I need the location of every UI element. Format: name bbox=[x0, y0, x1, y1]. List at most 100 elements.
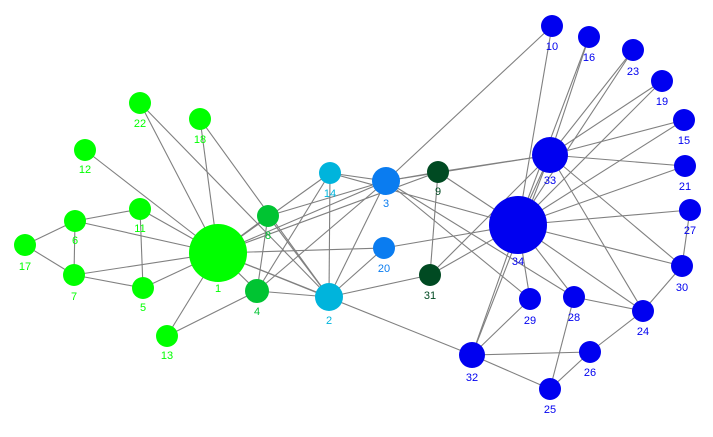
edge-21-33 bbox=[549, 154, 686, 167]
edge-30-33 bbox=[549, 154, 683, 267]
node-label-16: 16 bbox=[583, 52, 595, 64]
node-29 bbox=[519, 288, 541, 310]
edge-21-34 bbox=[517, 165, 686, 226]
edge-24-26 bbox=[589, 310, 644, 353]
node-label-22: 22 bbox=[134, 118, 146, 130]
node-label-8: 8 bbox=[265, 230, 271, 242]
edge-3-28 bbox=[385, 180, 575, 298]
node-9 bbox=[427, 161, 449, 183]
edge-2-14 bbox=[328, 172, 331, 298]
node-20 bbox=[373, 237, 395, 259]
node-5 bbox=[132, 277, 154, 299]
node-21 bbox=[674, 155, 696, 177]
edge-6-11 bbox=[74, 208, 141, 222]
label-layer: 1234567891011121314151617181920212223242… bbox=[19, 41, 696, 416]
edge-1-9 bbox=[217, 171, 439, 254]
node-label-11: 11 bbox=[134, 223, 145, 235]
node-label-1: 1 bbox=[215, 283, 221, 295]
node-13 bbox=[156, 325, 178, 347]
edge-2-22 bbox=[139, 102, 330, 298]
edge-2-3 bbox=[328, 180, 387, 298]
node-17 bbox=[14, 234, 36, 256]
node-label-34: 34 bbox=[512, 256, 524, 268]
node-label-31: 31 bbox=[424, 290, 436, 302]
edge-1-3 bbox=[217, 180, 387, 254]
edge-15-33 bbox=[549, 119, 685, 156]
edge-4-14 bbox=[256, 172, 331, 292]
node-label-2: 2 bbox=[326, 315, 332, 327]
edge-5-11 bbox=[139, 208, 144, 289]
node-11 bbox=[129, 198, 151, 220]
node-24 bbox=[632, 300, 654, 322]
node-1 bbox=[189, 224, 247, 282]
node-label-10: 10 bbox=[546, 41, 558, 53]
edge-25-32 bbox=[471, 354, 551, 390]
node-label-5: 5 bbox=[140, 302, 146, 314]
node-label-32: 32 bbox=[466, 372, 478, 384]
node-label-23: 23 bbox=[627, 66, 639, 78]
node-label-7: 7 bbox=[71, 291, 77, 303]
node-label-28: 28 bbox=[568, 312, 580, 324]
edge-23-34 bbox=[517, 49, 634, 226]
node-label-13: 13 bbox=[161, 350, 173, 362]
edge-24-28 bbox=[573, 296, 644, 312]
node-10 bbox=[541, 15, 563, 37]
node-label-27: 27 bbox=[684, 225, 696, 237]
edge-3-29 bbox=[385, 180, 531, 300]
edge-32-33 bbox=[471, 154, 551, 356]
edge-4-8 bbox=[256, 215, 269, 292]
node-31 bbox=[419, 264, 441, 286]
node-label-9: 9 bbox=[435, 186, 441, 198]
edge-26-32 bbox=[471, 351, 591, 356]
node-layer bbox=[14, 15, 701, 400]
node-26 bbox=[579, 341, 601, 363]
node-label-4: 4 bbox=[254, 306, 260, 318]
node-34 bbox=[489, 196, 547, 254]
node-27 bbox=[679, 199, 701, 221]
node-16 bbox=[578, 26, 600, 48]
node-7 bbox=[63, 264, 85, 286]
edge-3-10 bbox=[385, 25, 553, 182]
node-8 bbox=[257, 205, 279, 227]
node-2 bbox=[315, 283, 343, 311]
node-label-6: 6 bbox=[72, 235, 78, 247]
node-22 bbox=[129, 92, 151, 114]
edge-24-33 bbox=[549, 154, 644, 312]
node-label-25: 25 bbox=[544, 404, 556, 416]
edge-9-31 bbox=[429, 171, 439, 276]
edge-layer bbox=[24, 25, 691, 390]
node-label-15: 15 bbox=[678, 135, 690, 147]
node-14 bbox=[319, 162, 341, 184]
node-12 bbox=[74, 139, 96, 161]
edge-10-34 bbox=[517, 25, 553, 226]
edge-16-33 bbox=[549, 36, 590, 156]
node-4 bbox=[245, 279, 269, 303]
node-label-17: 17 bbox=[19, 261, 31, 273]
node-label-18: 18 bbox=[194, 134, 206, 146]
node-label-33: 33 bbox=[544, 175, 556, 187]
node-label-20: 20 bbox=[378, 263, 390, 275]
edge-19-33 bbox=[549, 80, 663, 156]
edge-2-31 bbox=[328, 274, 431, 298]
edge-23-33 bbox=[549, 49, 634, 156]
node-3 bbox=[372, 167, 400, 195]
node-label-24: 24 bbox=[637, 326, 649, 338]
node-19 bbox=[651, 70, 673, 92]
edge-9-33 bbox=[437, 154, 551, 173]
node-label-26: 26 bbox=[584, 367, 596, 379]
node-33 bbox=[532, 137, 568, 173]
node-23 bbox=[622, 39, 644, 61]
edge-31-33 bbox=[429, 154, 551, 276]
edge-16-34 bbox=[517, 36, 590, 226]
edge-25-28 bbox=[549, 296, 575, 390]
node-label-30: 30 bbox=[676, 282, 688, 294]
node-32 bbox=[459, 342, 485, 368]
node-30 bbox=[671, 255, 693, 277]
edge-19-34 bbox=[517, 80, 663, 226]
edge-3-8 bbox=[267, 180, 387, 217]
edge-14-34 bbox=[329, 172, 519, 226]
node-label-14: 14 bbox=[324, 188, 336, 200]
edge-3-4 bbox=[256, 180, 387, 292]
